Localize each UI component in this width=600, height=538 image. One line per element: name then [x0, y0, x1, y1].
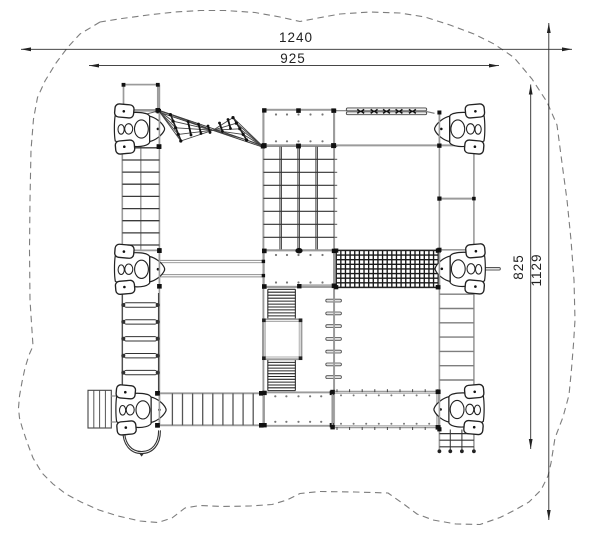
svg-text:1240: 1240: [279, 30, 313, 45]
svg-text:1129: 1129: [529, 253, 544, 286]
svg-text:825: 825: [511, 254, 526, 280]
svg-text:925: 925: [280, 51, 306, 66]
